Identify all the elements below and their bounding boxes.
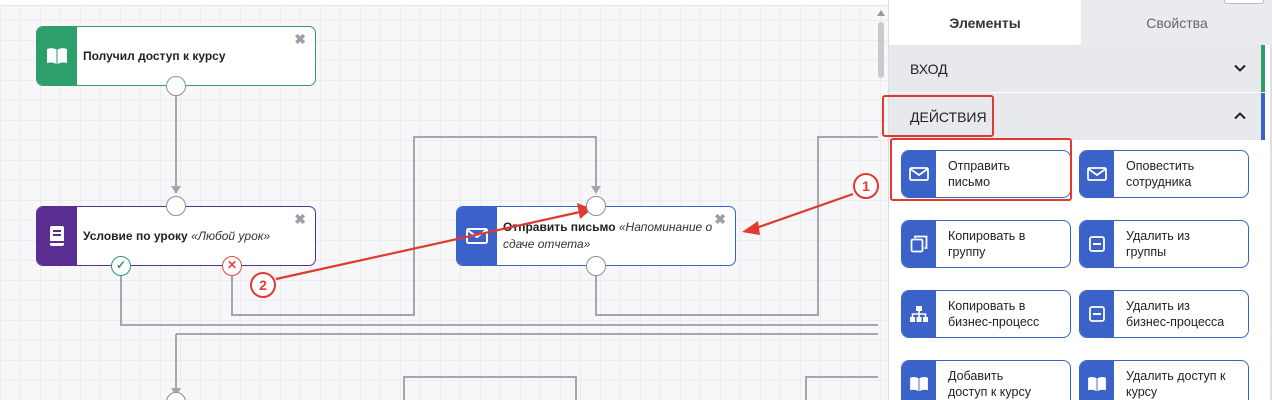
action-copy-to-business-process[interactable]: Копировать в бизнес-процесс	[901, 290, 1071, 338]
action-send-email[interactable]: Отправить письмо	[901, 150, 1071, 198]
action-remove-course-access[interactable]: Удалить доступ к курсу	[1079, 360, 1249, 400]
panel-tabs: Элементы Свойства	[889, 0, 1272, 45]
condition-true-port[interactable]: ✓	[111, 256, 131, 276]
action-label: Оповестить сотрудника	[1126, 159, 1195, 189]
book-icon	[910, 376, 928, 392]
hierarchy-icon	[910, 306, 928, 322]
section-label: ДЕЙСТВИЯ	[910, 108, 987, 125]
annotation-badge-2: 2	[250, 272, 276, 298]
book-icon	[47, 48, 67, 64]
action-notify-employee[interactable]: Оповестить сотрудника	[1079, 150, 1249, 198]
action-icon-box	[1080, 361, 1114, 400]
canvas-scrollbar-thumb[interactable]	[878, 22, 884, 78]
copy-icon	[910, 235, 928, 253]
node-input-port[interactable]	[586, 196, 606, 216]
remove-icon	[1089, 306, 1105, 322]
node-output-port[interactable]	[166, 76, 186, 96]
action-icon-box	[1080, 221, 1114, 267]
workflow-canvas[interactable]: Получил доступ к курсу ✖ Условие по урок…	[0, 0, 888, 400]
action-remove-from-group[interactable]: Удалить из группы	[1079, 220, 1249, 268]
node-icon-box	[457, 207, 497, 265]
panel-scrollbar[interactable]	[1270, 45, 1272, 400]
node-label: Отправить письмо «Напоминание о сдаче от…	[503, 220, 713, 251]
window-corner-control[interactable]	[1224, 0, 1264, 4]
highlight-send-email-action	[890, 138, 1072, 201]
elements-panel: Элементы Свойства ВХОД ДЕЙСТВИЯ Отправит…	[888, 0, 1272, 400]
condition-false-port[interactable]: ✕	[222, 256, 242, 276]
close-icon[interactable]: ✖	[714, 211, 726, 227]
action-copy-to-group[interactable]: Копировать в группу	[901, 220, 1071, 268]
action-label: Удалить из бизнес-процесса	[1126, 299, 1225, 329]
action-label: Добавить доступ к курсу	[948, 369, 1031, 399]
node-input-port[interactable]	[166, 196, 186, 216]
remove-icon	[1089, 236, 1105, 252]
node-output-port[interactable]	[586, 256, 606, 276]
annotation-badge-1: 1	[853, 173, 879, 199]
node-label: Условие по уроку «Любой урок»	[83, 228, 271, 243]
book-icon	[1088, 376, 1106, 392]
action-icon-box	[1080, 291, 1114, 337]
wire-down	[175, 333, 878, 392]
mail-icon	[466, 228, 488, 244]
action-icon-box	[902, 291, 936, 337]
action-label: Удалить доступ к курсу	[1126, 369, 1226, 399]
close-icon[interactable]: ✖	[294, 31, 306, 47]
action-icon-box	[902, 361, 936, 400]
action-label: Копировать в бизнес-процесс	[948, 299, 1040, 329]
node-icon-box	[37, 27, 77, 85]
mail-icon	[1087, 167, 1107, 181]
chevron-down-icon	[1234, 64, 1246, 72]
close-icon[interactable]: ✖	[294, 211, 306, 227]
node-label: Получил доступ к курсу	[83, 48, 226, 63]
section-entry[interactable]: ВХОД	[889, 45, 1265, 92]
highlight-actions-section	[882, 95, 994, 137]
node-icon-box	[37, 207, 77, 265]
wire-ok-branch	[120, 274, 878, 326]
tab-elements[interactable]: Элементы	[889, 0, 1081, 45]
scroll-up-arrow[interactable]	[877, 10, 885, 16]
section-accent	[1261, 93, 1265, 140]
chevron-up-icon	[1234, 112, 1246, 120]
wire-lower-left	[403, 376, 577, 400]
action-label: Копировать в группу	[948, 229, 1026, 259]
section-label: ВХОД	[910, 60, 948, 77]
section-accent	[1261, 45, 1265, 92]
wire-mail-out	[595, 136, 878, 316]
action-remove-from-business-process[interactable]: Удалить из бизнес-процесса	[1079, 290, 1249, 338]
wire-lower-right	[805, 376, 878, 400]
action-icon-box	[902, 221, 936, 267]
mail-icon	[909, 167, 929, 181]
action-label: Удалить из группы	[1126, 229, 1190, 259]
check-icon: ✓	[115, 258, 127, 272]
canvas-top-edge	[0, 0, 888, 6]
tab-properties[interactable]: Свойства	[1081, 0, 1272, 45]
cross-icon: ✕	[226, 258, 238, 272]
action-label: Отправить письмо	[948, 159, 1010, 189]
action-icon-box	[902, 151, 936, 197]
lesson-icon	[50, 226, 64, 246]
section-actions[interactable]: ДЕЙСТВИЯ	[889, 93, 1265, 140]
action-add-course-access[interactable]: Добавить доступ к курсу	[901, 360, 1071, 400]
action-icon-box	[1080, 151, 1114, 197]
